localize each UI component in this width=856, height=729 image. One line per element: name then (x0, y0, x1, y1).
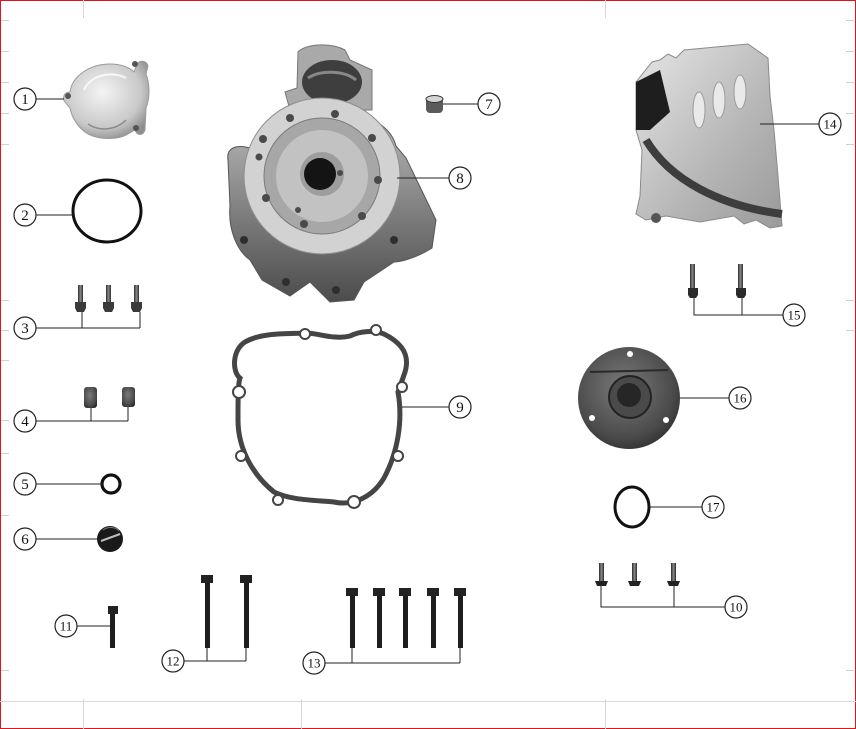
svg-text:15: 15 (788, 308, 801, 323)
callout-8: 8 (448, 166, 472, 190)
gridline (1, 113, 9, 114)
gridline (301, 699, 302, 729)
gridline (846, 300, 854, 301)
svg-text:6: 6 (21, 532, 29, 548)
gridline (1, 360, 9, 361)
part-13-bolts (346, 588, 466, 648)
gridline (846, 20, 854, 21)
callout-11: 11 (54, 614, 78, 638)
svg-text:12: 12 (167, 654, 180, 669)
part-3-bolts (75, 285, 142, 312)
part-10-screws (595, 563, 680, 586)
svg-text:4: 4 (21, 414, 29, 430)
gridline (1, 144, 9, 145)
svg-text:13: 13 (308, 656, 321, 671)
part-6-plug-cap (97, 526, 123, 552)
part-8-crankcase-cover (227, 44, 437, 303)
gridline (1, 330, 9, 331)
gridline (1, 515, 9, 516)
part-11-bolt (108, 606, 118, 648)
gridline (1, 420, 9, 421)
svg-text:7: 7 (485, 97, 493, 113)
svg-text:11: 11 (60, 619, 73, 634)
callout-13: 13 (302, 651, 326, 675)
svg-text:3: 3 (21, 321, 29, 337)
gridline (83, 0, 84, 18)
gridline (83, 699, 84, 729)
callout-1: 1 (13, 87, 37, 111)
callout-6: 6 (13, 527, 37, 551)
part-12-bolts (201, 575, 252, 648)
gridline (1, 20, 9, 21)
svg-text:8: 8 (456, 171, 464, 187)
part-4-dowel-pins (84, 387, 135, 408)
part-14-sprocket-cover (635, 43, 783, 229)
gridline (1, 670, 9, 671)
gridline (846, 670, 854, 671)
callout-4: 4 (13, 409, 37, 433)
gridline (1, 300, 9, 301)
callout-7: 7 (477, 92, 501, 116)
gridline (605, 0, 606, 18)
svg-text:9: 9 (456, 400, 464, 416)
part-9-gasket (232, 324, 409, 509)
gridline (0, 701, 856, 702)
callout-17: 17 (701, 495, 725, 519)
gridline (605, 699, 606, 729)
svg-text:16: 16 (734, 391, 748, 406)
part-5-o-ring (100, 473, 122, 495)
gridline (846, 330, 854, 331)
callout-16: 16 (728, 386, 752, 410)
gridline (846, 82, 854, 83)
gridline (846, 51, 854, 52)
gridline (846, 144, 854, 145)
callout-12: 12 (161, 649, 185, 673)
callout-5: 5 (13, 472, 37, 496)
gridline (846, 113, 854, 114)
svg-text:14: 14 (824, 117, 838, 132)
callout-3: 3 (13, 316, 37, 340)
gridline (1, 82, 9, 83)
callout-15: 15 (782, 303, 806, 327)
part-1-cover-cap (63, 60, 150, 139)
part-16-bearing-cover (578, 347, 680, 449)
callout-14: 14 (818, 112, 842, 136)
part-2-o-ring (71, 178, 143, 244)
svg-text:1: 1 (21, 92, 29, 108)
callout-9: 9 (448, 395, 472, 419)
svg-text:5: 5 (21, 477, 29, 493)
callout-10: 10 (724, 595, 748, 619)
gridline (1, 453, 9, 454)
svg-text:10: 10 (730, 600, 743, 615)
svg-text:17: 17 (707, 500, 721, 515)
part-17-o-ring (613, 485, 651, 529)
leader-lines (36, 98, 819, 664)
callout-2: 2 (13, 203, 37, 227)
svg-text:2: 2 (21, 208, 29, 224)
part-7-bushing (425, 95, 444, 113)
part-15-bolts (688, 264, 746, 298)
gridline (1, 51, 9, 52)
